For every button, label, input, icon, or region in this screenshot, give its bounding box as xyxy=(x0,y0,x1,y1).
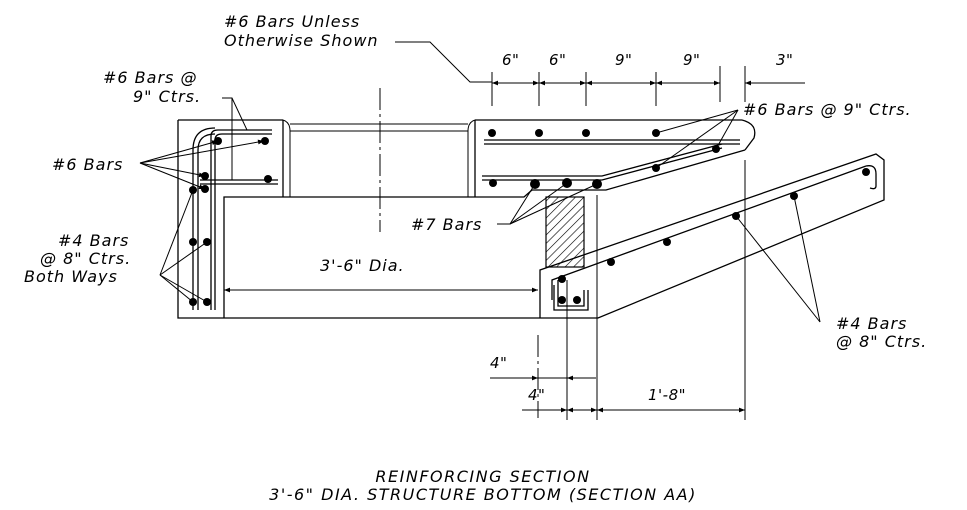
label-seven-bars: #7 Bars xyxy=(411,215,482,234)
label-four-bars-2: @ 8" Ctrs. xyxy=(40,249,131,268)
labels: #6 Bars Unless Otherwise Shown #6 Bars @… xyxy=(24,12,927,351)
dim-one-ft-eight: 1'-8" xyxy=(648,386,686,404)
dim-four-in-lower: 4" xyxy=(528,386,545,404)
label-bars-unless-1: #6 Bars Unless xyxy=(224,12,360,31)
title-line-2: 3'-6" DIA. STRUCTURE BOTTOM (SECTION AA) xyxy=(269,485,697,504)
dim-top-4: 9" xyxy=(683,51,700,69)
top-dimension-line xyxy=(491,72,805,106)
title-line-1: REINFORCING SECTION xyxy=(375,467,590,486)
centerlines xyxy=(379,66,746,420)
dim-top-1: 6" xyxy=(502,51,519,69)
label-top-left-1: #6 Bars @ xyxy=(103,68,197,87)
dimension-labels: 6" 6" 9" 9" 3" 4" 4" 1'-8" xyxy=(490,51,793,404)
dim-top-2: 6" xyxy=(549,51,566,69)
leader-lines xyxy=(139,41,821,323)
title-block: REINFORCING SECTION 3'-6" DIA. STRUCTURE… xyxy=(269,467,697,504)
label-six-bars: #6 Bars xyxy=(52,155,123,174)
label-four-bars-1: #4 Bars xyxy=(58,231,129,250)
label-right-bars: #6 Bars @ 9" Ctrs. xyxy=(743,100,912,119)
dim-top-5: 3" xyxy=(776,51,793,69)
label-diameter: 3'-6" Dia. xyxy=(320,256,405,275)
rebar xyxy=(192,127,877,311)
label-bars-unless-2: Otherwise Shown xyxy=(224,31,379,50)
dim-top-3: 9" xyxy=(615,51,632,69)
concrete-outline xyxy=(177,119,885,319)
bottom-dimensions xyxy=(490,375,745,413)
bar-dots xyxy=(189,129,870,306)
dim-four-in-upper: 4" xyxy=(490,354,507,372)
label-four-bars-right-2: @ 8" Ctrs. xyxy=(836,332,927,351)
label-top-left-2: 9" Ctrs. xyxy=(133,87,201,106)
label-four-bars-3: Both Ways xyxy=(24,267,118,286)
label-four-bars-right-1: #4 Bars xyxy=(836,314,907,333)
